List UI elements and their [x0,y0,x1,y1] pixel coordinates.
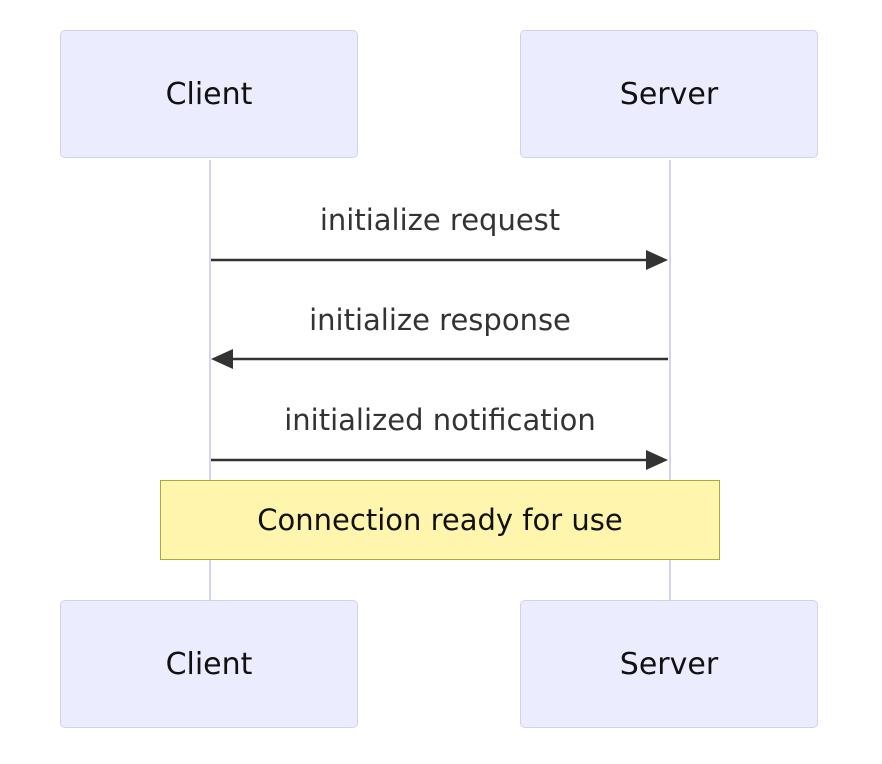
message-label-initialize-request: initialize request [319,203,561,237]
server-actor-bottom: Server [520,600,818,728]
client-actor-bottom: Client [60,600,358,728]
client-lifeline [209,160,211,600]
arrowhead-right-icon [646,250,668,270]
server-actor-top: Server [520,30,818,158]
server-actor-label: Server [619,646,719,682]
note-text: Connection ready for use [257,503,623,537]
server-actor-label: Server [619,76,719,112]
client-actor-label: Client [165,76,253,112]
message-label-initialize-response: initialize response [309,303,571,337]
client-actor-top: Client [60,30,358,158]
arrowhead-right-icon [646,450,668,470]
client-actor-label: Client [165,646,253,682]
message-label-initialized-notification: initialized notification [284,403,596,437]
connection-ready-note: Connection ready for use [160,480,720,560]
server-lifeline [669,160,671,600]
arrowhead-left-icon [211,349,233,369]
